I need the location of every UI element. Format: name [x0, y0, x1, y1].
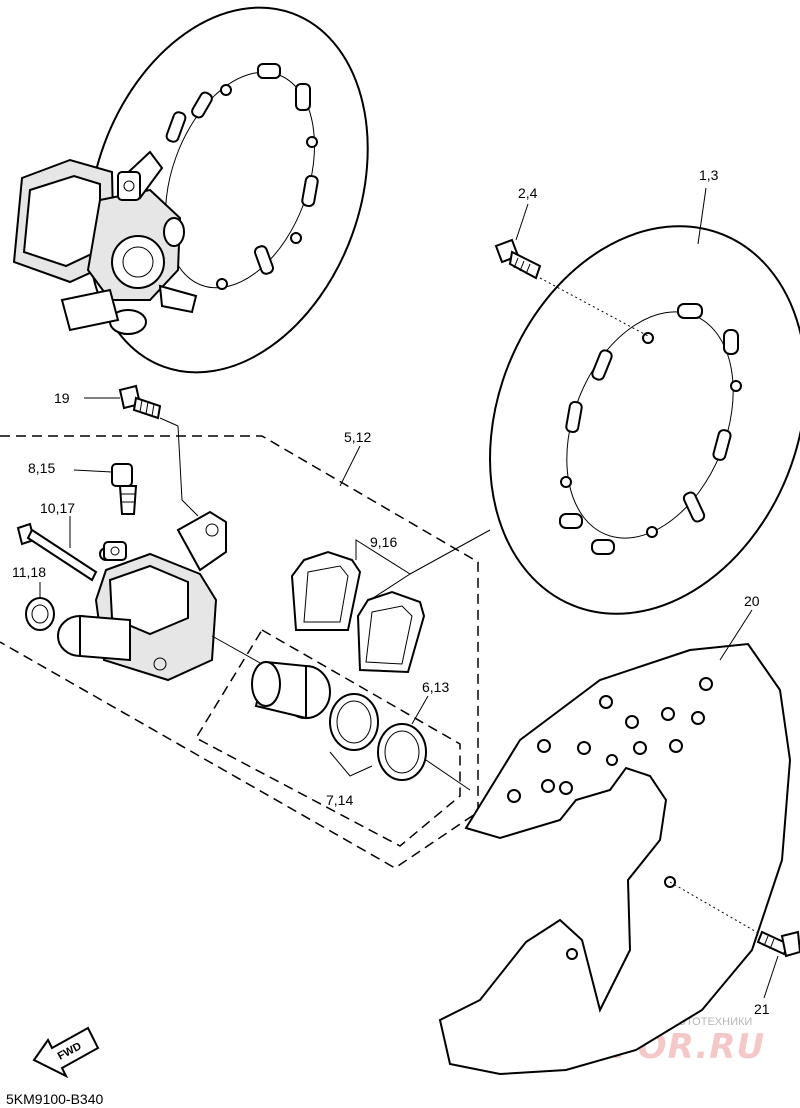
brake-pads	[290, 550, 426, 674]
caliper-bolt	[118, 384, 162, 420]
caliper-body	[57, 510, 227, 682]
callout-8-15: 8,15	[28, 460, 55, 476]
callout-1-3: 1,3	[699, 167, 719, 183]
callout-5-12: 5,12	[344, 429, 371, 445]
piston-kit-outline	[194, 628, 461, 847]
callout-7-14: 7,14	[326, 792, 353, 808]
disc-bolt	[494, 238, 542, 280]
guard-bolt	[756, 930, 800, 958]
callout-19: 19	[54, 390, 70, 406]
callout-20: 20	[744, 593, 760, 609]
pin-boot	[25, 597, 55, 631]
dust-seal	[377, 723, 427, 781]
callout-21: 21	[754, 1001, 770, 1017]
caliper-piston	[251, 660, 331, 720]
callout-10-17: 10,17	[40, 500, 75, 516]
callout-6-13: 6,13	[422, 679, 449, 695]
callout-9-16: 9,16	[370, 534, 397, 550]
brake-disc	[489, 225, 800, 615]
slide-pin	[16, 522, 98, 582]
drawing-code: 5KM9100-B340	[6, 1091, 104, 1107]
piston-seal	[329, 693, 379, 751]
callout-11-18: 11,18	[12, 564, 46, 580]
callout-2-4: 2,4	[518, 185, 538, 201]
callout-labels: 1,3 2,4 19 5,12 8,15 10,17 9,16 11,18 20…	[12, 167, 770, 1017]
disc-guard	[438, 642, 792, 1076]
forward-arrow: FWD	[32, 1026, 100, 1079]
bleeder-valve	[111, 463, 138, 515]
assembled-caliper	[12, 150, 198, 335]
